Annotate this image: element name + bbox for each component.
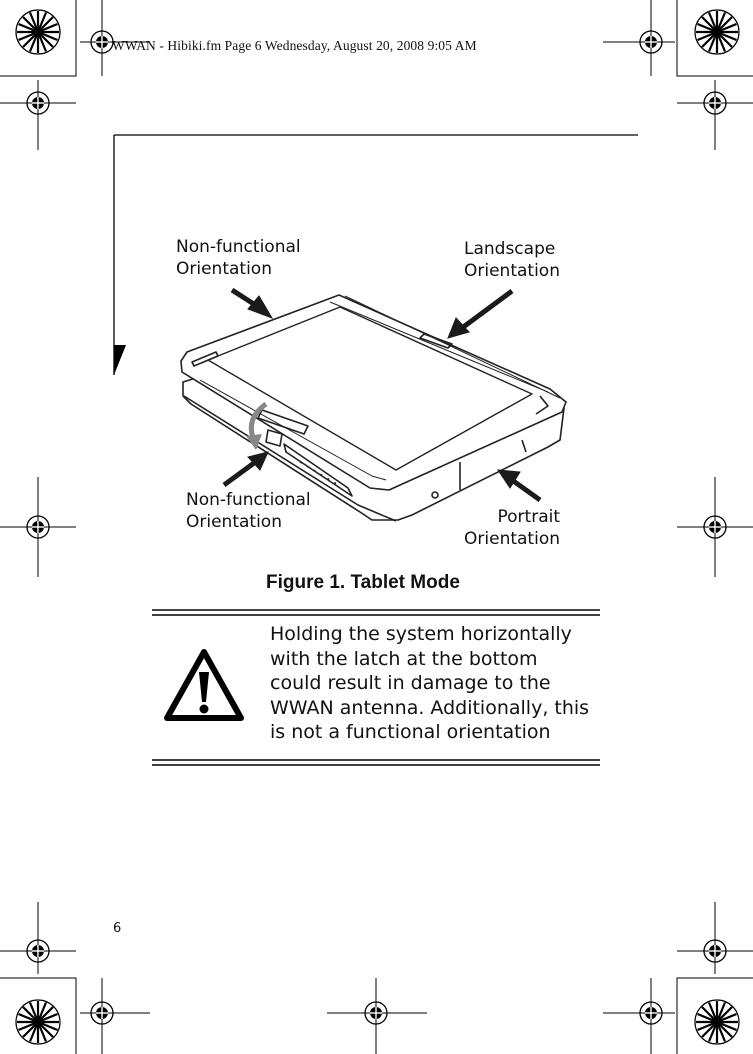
callout-landscape: Landscape Orientation bbox=[464, 238, 560, 282]
callout-line: Landscape bbox=[464, 239, 556, 259]
page-number: 6 bbox=[113, 921, 122, 936]
figure-caption: Figure 1. Tablet Mode bbox=[266, 572, 460, 593]
callout-line: Orientation bbox=[464, 529, 560, 549]
callout-line: Orientation bbox=[176, 259, 272, 279]
callout-nonfunctional-top: Non-functional Orientation bbox=[176, 236, 301, 280]
warning-triangle-icon bbox=[164, 649, 244, 721]
callout-nonfunctional-bottom: Non-functional Orientation bbox=[186, 489, 311, 533]
callout-line: Portrait bbox=[497, 507, 561, 527]
callout-line: Orientation bbox=[464, 261, 560, 281]
callout-line: Non-functional bbox=[176, 237, 301, 257]
caution-text: Holding the system horizontally with the… bbox=[270, 623, 590, 744]
callout-portrait: Portrait Orientation bbox=[460, 506, 560, 550]
callout-line: Orientation bbox=[186, 512, 282, 532]
print-header: WWAN - Hibiki.fm Page 6 Wednesday, Augus… bbox=[112, 38, 477, 53]
callout-line: Non-functional bbox=[186, 490, 311, 510]
